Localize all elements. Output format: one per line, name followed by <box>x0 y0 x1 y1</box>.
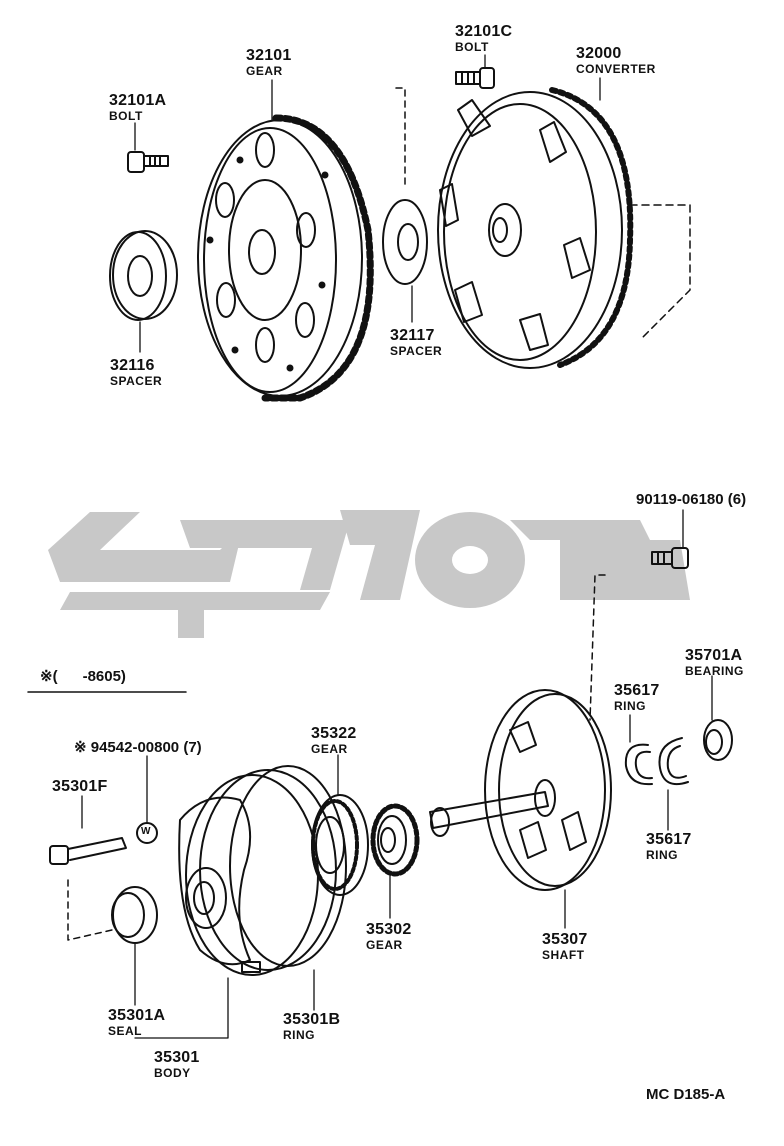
drive-gear-35302 <box>370 803 420 919</box>
bolt-32101A <box>127 151 169 173</box>
diagram-code: MC D185-A <box>646 1086 726 1103</box>
label-35307: 35307 SHAFT <box>542 931 588 962</box>
bearing-35701A <box>703 675 733 761</box>
torque-converter-32000 <box>437 87 691 369</box>
bolt-90119-06180 <box>589 509 689 721</box>
washer-mark: W <box>141 826 151 837</box>
label-32116: 32116 SPACER <box>110 357 163 388</box>
label-35302: 35302 GEAR <box>366 921 412 952</box>
label-35301: 35301 BODY <box>154 1049 200 1080</box>
leader-lines-upper <box>134 54 601 353</box>
pump-body-35301 <box>178 769 337 976</box>
note-serial-range: ※( -8605) <box>40 668 126 685</box>
label-94542: ※ 94542-00800 (7) <box>74 739 202 756</box>
label-35322: 35322 GEAR <box>311 725 357 756</box>
ring-35301B <box>229 765 347 1011</box>
oil-seal-35301A <box>111 886 158 1006</box>
label-32101: 32101 GEAR <box>246 47 292 78</box>
body-leader <box>134 977 229 1039</box>
label-35617-lower: 35617 RING <box>646 831 692 862</box>
label-35617-upper: 35617 RING <box>614 682 660 713</box>
stator-shaft-35307 <box>429 689 612 929</box>
label-32101C: 32101C BOLT <box>455 23 513 54</box>
label-35301F: 35301F <box>52 778 108 795</box>
snap-ring-35617-a <box>624 714 653 786</box>
bolt-32101C <box>455 67 495 89</box>
label-35701A: 35701A BEARING <box>685 647 744 678</box>
label-32101A: 32101A BOLT <box>109 92 167 123</box>
ring-gear-32101 <box>197 114 374 402</box>
snap-ring-35617-b <box>658 737 689 831</box>
bolt-35301F <box>49 795 127 941</box>
spacer-32117 <box>382 87 428 285</box>
label-35301B: 35301B RING <box>283 1011 341 1042</box>
driven-gear-35322 <box>311 754 369 896</box>
label-32117: 32117 SPACER <box>390 327 443 358</box>
washer-94542 <box>136 755 158 844</box>
label-35301A: 35301A SEAL <box>108 1007 166 1038</box>
watermark-logo <box>48 510 690 638</box>
label-90119: 90119-06180 (6) <box>636 491 747 508</box>
label-32000: 32000 CONVERTER <box>576 45 656 76</box>
spacer-32116 <box>109 230 178 321</box>
